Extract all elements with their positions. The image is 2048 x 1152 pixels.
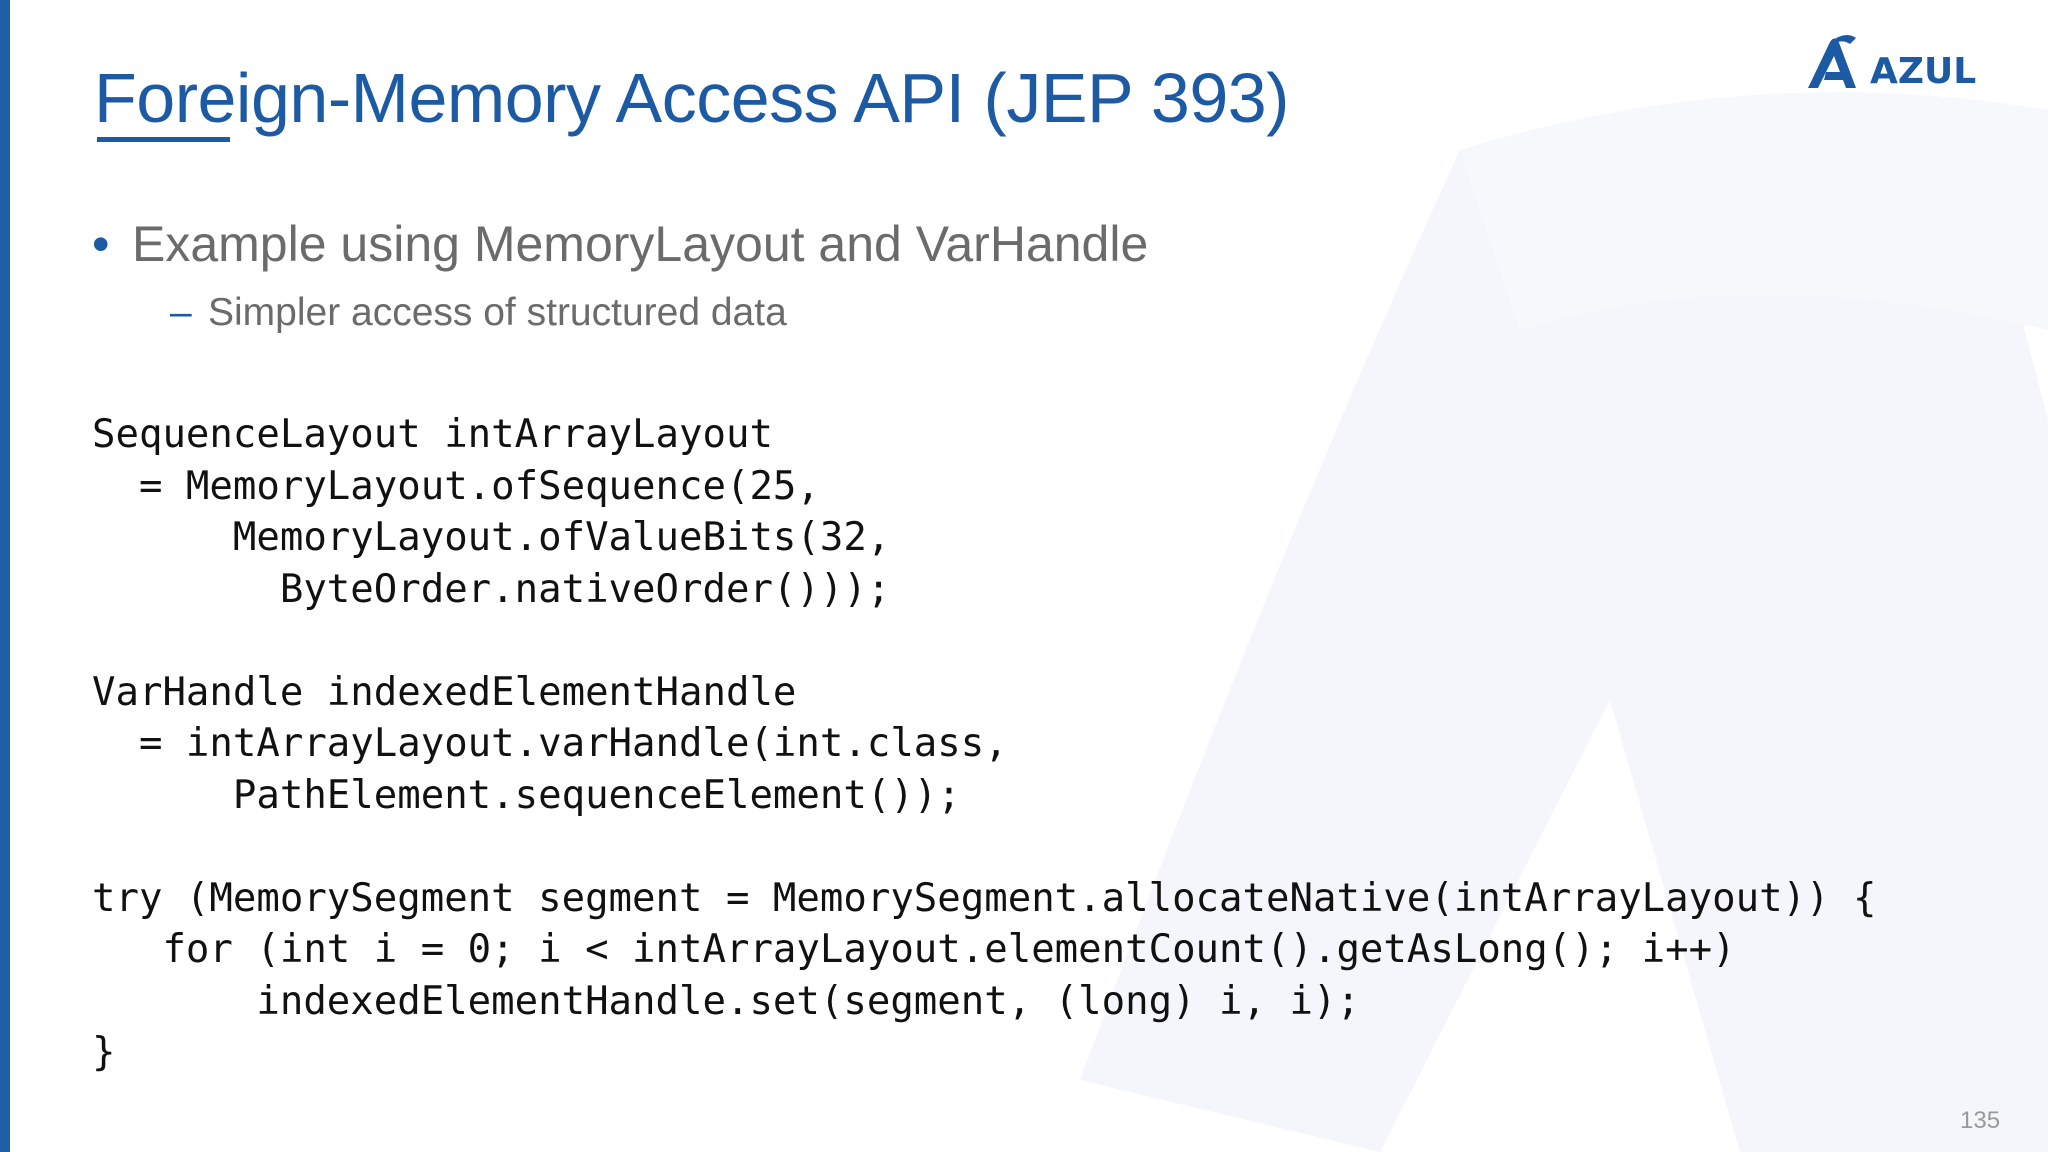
code-line: MemoryLayout.ofValueBits(32, xyxy=(92,515,891,560)
page-number: 135 xyxy=(1960,1107,2001,1134)
code-line: = intArrayLayout.varHandle(int.class, xyxy=(92,721,1008,766)
code-line: VarHandle indexedElementHandle xyxy=(92,669,797,715)
logo-text: AZUL xyxy=(1870,51,1976,92)
code-line: indexedElementHandle.set(segment, (long)… xyxy=(92,978,1360,1024)
code-line xyxy=(92,615,1876,667)
code-line: ByteOrder.nativeOrder())); xyxy=(92,566,891,612)
left-accent-bar xyxy=(0,0,10,1152)
code-line: SequenceLayout intArrayLayout xyxy=(92,412,773,457)
code-block: SequenceLayout intArrayLayout = MemoryLa… xyxy=(92,409,1876,1079)
code-line: = MemoryLayout.ofSequence(25, xyxy=(92,463,820,509)
sub-bullet-item: –Simpler access of structured data xyxy=(170,288,787,338)
page-title: Foreign-Memory Access API (JEP 393) xyxy=(94,59,1290,137)
bullet-item: • Example using MemoryLayout and VarHandl… xyxy=(92,212,1148,276)
code-line xyxy=(92,821,1876,873)
azul-logo-icon: AZUL xyxy=(1808,35,1976,92)
code-line: } xyxy=(92,1030,116,1075)
code-line: PathElement.sequenceElement()); xyxy=(92,772,961,818)
sub-bullet-marker: – xyxy=(170,291,192,334)
sub-bullet-text: Simpler access of structured data xyxy=(208,291,787,334)
code-line: try (MemorySegment segment = MemorySegme… xyxy=(92,875,1877,921)
code-line: for (int i = 0; i < intArrayLayout.eleme… xyxy=(92,927,1736,972)
bullet-marker: • xyxy=(92,216,110,272)
title-underline xyxy=(97,137,230,142)
bullet-text: Example using MemoryLayout and VarHandle xyxy=(132,216,1149,272)
